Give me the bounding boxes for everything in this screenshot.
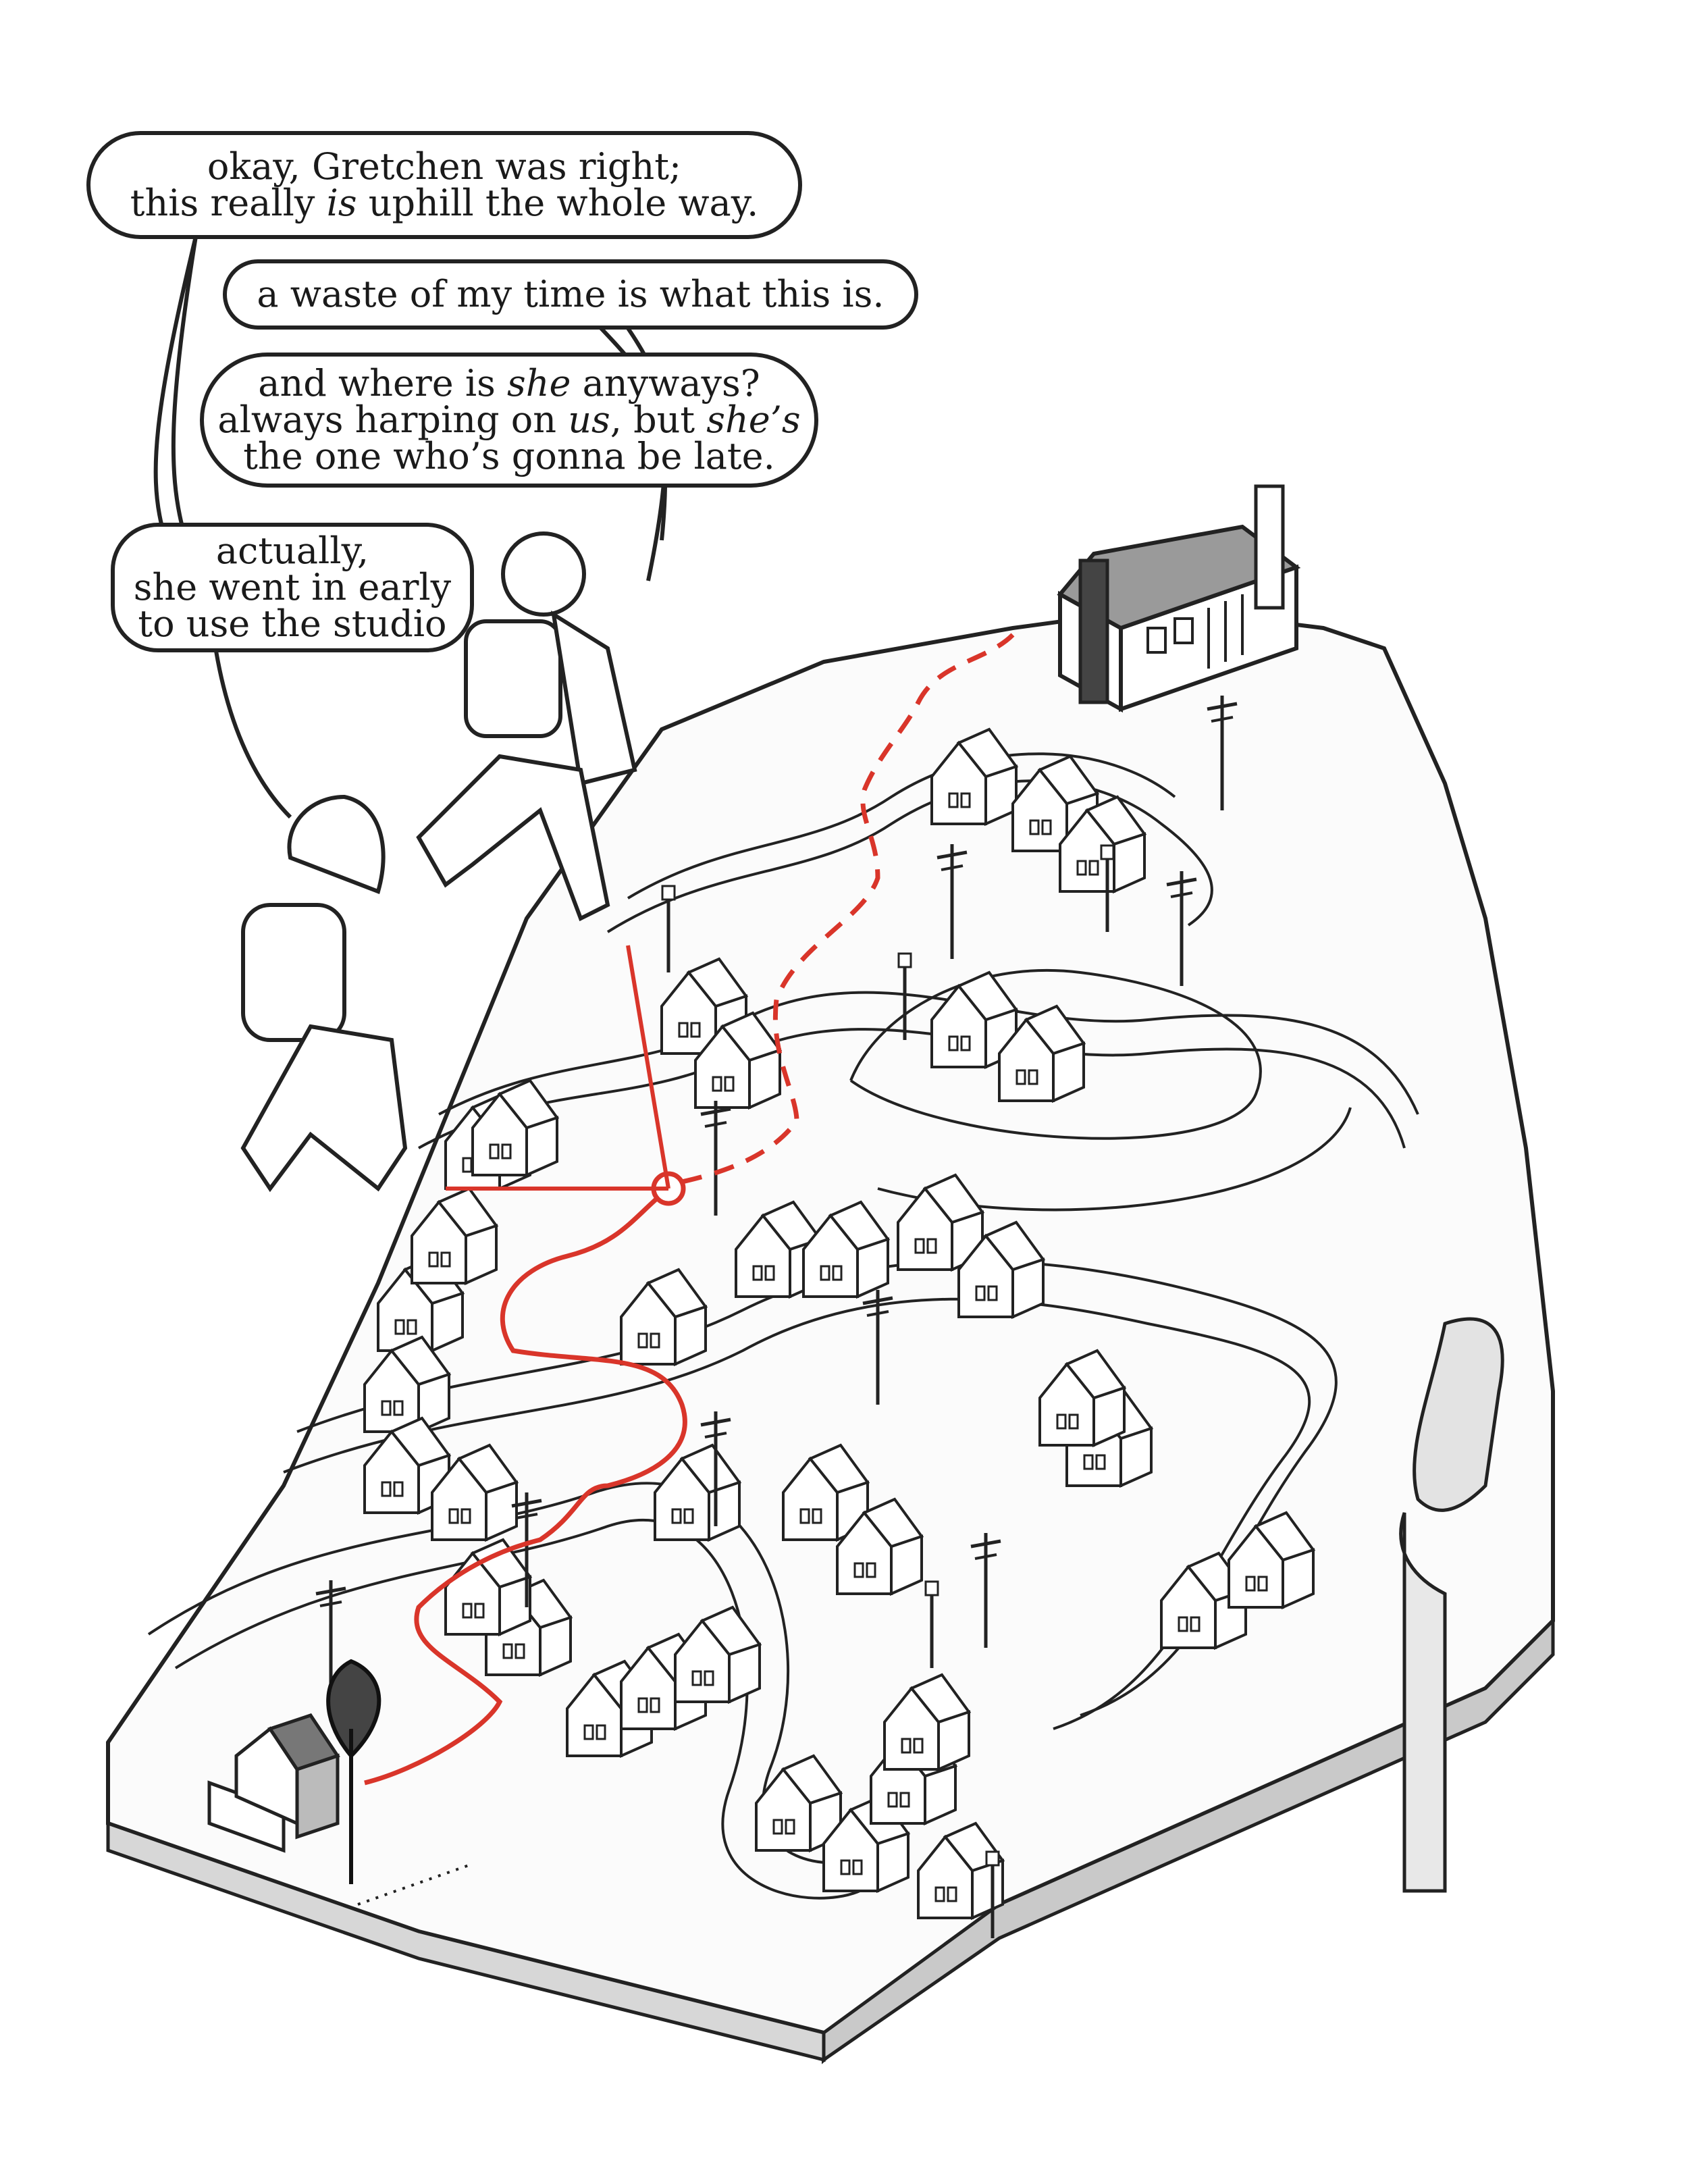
character-tall (416, 531, 637, 922)
bubble-text-span: always harping on (217, 398, 569, 441)
bubble-text-line: this really is uphill the whole way. (130, 185, 758, 222)
bubble-text-span: , but (610, 398, 707, 441)
bubble-text-span: and where is (258, 362, 508, 405)
speech-bubble-went-early: actually, she went in early to use the s… (111, 523, 474, 652)
bubble-text-emphasis: is (326, 182, 357, 224)
speech-bubble-waste-of-time: a waste of my time is what this is. (223, 259, 918, 330)
bubble-text-line: the one who’s gonna be late. (243, 435, 775, 477)
bubble-text-line: and where is she anyways? (258, 365, 760, 402)
bubble-text-span: uphill the whole way. (357, 182, 759, 224)
bubble-text-line: she went in early (133, 566, 452, 608)
home-house (207, 1659, 473, 1906)
bubble-text-emphasis: she (507, 362, 571, 405)
bubble-text-line: a waste of my time is what this is. (257, 273, 885, 315)
bubble-text-line: actually, (215, 529, 369, 572)
school-building (1057, 484, 1301, 713)
waterfall (1399, 1317, 1504, 1893)
bubble-text-line: okay, Gretchen was right; (207, 145, 682, 188)
hill-ground (106, 605, 1555, 2064)
character-short (240, 794, 408, 1193)
bubble-tails (153, 236, 668, 819)
bubble-text-line: to use the studio (138, 602, 447, 645)
bubble-text-emphasis: us (568, 398, 610, 441)
bubble-text-span: this really (130, 182, 327, 224)
bubble-text-emphasis: she’s (706, 398, 801, 441)
speech-bubble-gretchen-right: okay, Gretchen was right; this really is… (86, 131, 802, 239)
walking-route (364, 633, 1015, 1786)
hill-roads (147, 752, 1419, 1900)
bubble-text-line: always harping on us, but she’s (217, 402, 800, 438)
speech-bubble-where-is-she: and where is she anyways? always harping… (200, 353, 818, 488)
bubble-text-span: anyways? (571, 362, 760, 405)
